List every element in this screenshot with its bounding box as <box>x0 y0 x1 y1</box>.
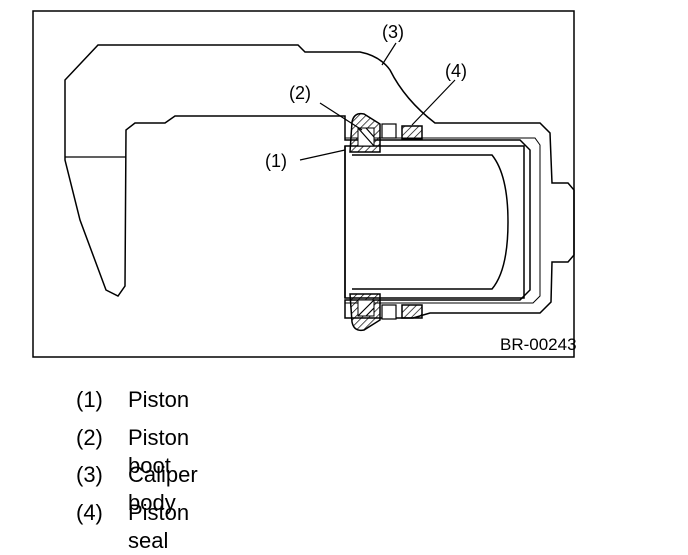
caliper-drawing <box>32 10 575 358</box>
bore-line <box>345 137 541 304</box>
piston-seal-bottom <box>401 304 423 319</box>
legend-number: (4) <box>76 499 103 525</box>
callout-piston-boot: (2) <box>289 83 311 103</box>
legend-label: Piston <box>128 387 190 412</box>
piston <box>344 145 525 299</box>
legend-label: Piston seal <box>128 499 190 553</box>
leader-caliper-body <box>381 42 397 66</box>
caliper-body <box>64 44 575 319</box>
legend-label: Caliper body <box>128 462 198 515</box>
leader-piston-seal <box>411 79 456 126</box>
legend-label: Piston boot <box>128 424 190 478</box>
legend-number: (3) <box>76 462 103 487</box>
caliper-diagram: (1) (2) (3) (4) BR-00243 <box>32 10 577 358</box>
figure-frame <box>32 10 575 358</box>
callout-piston-seal: (4) <box>445 61 467 81</box>
legend-number: (2) <box>76 424 103 450</box>
callout-piston: (1) <box>265 151 287 171</box>
leader-piston-boot <box>319 102 363 131</box>
piston-seal-top <box>401 125 423 140</box>
callout-caliper-body: (3) <box>382 22 404 42</box>
piston-boot-top <box>349 112 397 153</box>
figure-code: BR-00243 <box>500 335 577 354</box>
leader-piston <box>299 149 346 161</box>
piston-boot-bottom <box>349 293 397 332</box>
legend-number: (1) <box>76 387 103 412</box>
